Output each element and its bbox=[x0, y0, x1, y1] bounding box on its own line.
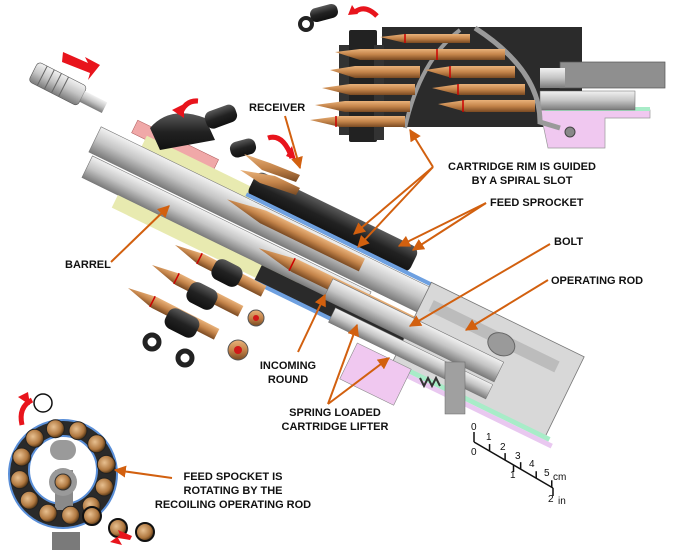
ammunition-belt bbox=[128, 245, 267, 368]
lifter-spring bbox=[419, 375, 441, 389]
main-assembly bbox=[29, 52, 585, 449]
top-inset-feed-tray bbox=[298, 3, 666, 149]
leader-barrel bbox=[110, 205, 170, 263]
leader-feed-spocket bbox=[113, 465, 173, 479]
cartridges-inset bbox=[310, 34, 535, 127]
detached-link bbox=[298, 3, 338, 32]
label-feed-sprocket: FEED SPROCKET bbox=[490, 197, 584, 209]
sprocket-round bbox=[12, 447, 32, 467]
scale-in-0: 0 bbox=[471, 447, 477, 458]
leader-sprocket-2 bbox=[411, 202, 487, 251]
sprocket-round bbox=[87, 434, 107, 454]
scale-cm-4: 4 bbox=[529, 459, 535, 470]
label-incoming-round-line1: INCOMING bbox=[260, 360, 316, 372]
belt-feed-arrow-icon bbox=[110, 530, 132, 545]
sprocket-round bbox=[94, 477, 114, 497]
label-incoming-round-line2: ROUND bbox=[268, 374, 308, 386]
leader-rim-1 bbox=[353, 166, 434, 235]
leader-lifter-1 bbox=[327, 323, 359, 405]
leader-bolt bbox=[408, 243, 551, 327]
insert-direction-arrow-icon bbox=[62, 52, 100, 80]
receiver-cover bbox=[248, 172, 418, 272]
lifter-bracket bbox=[444, 361, 466, 415]
scale-cm-unit: cm bbox=[553, 472, 566, 483]
sprocket-round bbox=[45, 419, 65, 439]
scale-cm-5: 5 bbox=[544, 468, 550, 479]
label-feed-spocket-line3: RECOILING OPERATING ROD bbox=[155, 499, 311, 511]
sprocket-round bbox=[25, 428, 45, 448]
rotation-arrow-icon bbox=[353, 6, 379, 18]
label-cartridge-rim-line1: CARTRIDGE RIM IS GUIDED bbox=[448, 161, 596, 173]
belt-round bbox=[135, 522, 155, 542]
muzzle-device bbox=[29, 62, 108, 114]
lifter-pivot bbox=[564, 126, 576, 138]
scale-cm-0: 0 bbox=[471, 422, 477, 433]
label-feed-spocket-line2: ROTATING BY THE bbox=[184, 485, 283, 497]
sprocket-round bbox=[38, 503, 58, 523]
label-lifter-line1: SPRING LOADED bbox=[289, 407, 381, 419]
leader-sprocket-1 bbox=[397, 202, 487, 247]
label-cartridge-rim-line2: BY A SPIRAL SLOT bbox=[472, 175, 573, 187]
spiral-slot bbox=[473, 25, 561, 131]
label-barrel: BARREL bbox=[65, 259, 111, 271]
label-bolt: BOLT bbox=[554, 236, 583, 248]
scale-cm-2: 2 bbox=[500, 442, 506, 453]
sprocket-round bbox=[96, 454, 116, 474]
sprocket-round bbox=[68, 421, 88, 441]
leader-lines bbox=[110, 115, 551, 479]
leader-incoming-round bbox=[297, 293, 326, 353]
scale-bar: 0 1 2 3 4 5 cm 0 1 2 in bbox=[471, 422, 566, 507]
scale-cm-3: 3 bbox=[515, 451, 521, 462]
leader-lifter-2 bbox=[327, 357, 390, 405]
leader-receiver bbox=[284, 115, 303, 170]
sprocket-rotation-arrow-icon bbox=[18, 397, 34, 426]
scale-cm-1: 1 bbox=[486, 432, 492, 443]
belt-round bbox=[82, 506, 102, 526]
leader-operating-rod bbox=[464, 279, 549, 331]
sprocket-round bbox=[10, 470, 30, 490]
barrel-stub bbox=[559, 61, 666, 89]
label-feed-spocket-line1: FEED SPOCKET IS bbox=[183, 471, 282, 483]
sprocket-inset bbox=[8, 392, 155, 550]
scale-in-unit: in bbox=[558, 496, 566, 507]
leader-rim-2 bbox=[357, 166, 434, 248]
sprocket-round bbox=[19, 490, 39, 510]
label-receiver: RECEIVER bbox=[249, 102, 305, 114]
scale-in-2: 2 bbox=[548, 494, 554, 505]
feed-sprocket-top bbox=[150, 104, 257, 158]
bolt-stub bbox=[539, 90, 636, 111]
sprocket-round bbox=[61, 505, 81, 525]
chambered-round bbox=[227, 199, 365, 272]
label-operating-rod: OPERATING ROD bbox=[551, 275, 643, 287]
scale-in-1: 1 bbox=[510, 470, 516, 481]
labels: RECEIVER BARREL CARTRIDGE RIM IS GUIDED … bbox=[65, 102, 643, 511]
leader-rim-3 bbox=[409, 128, 434, 168]
label-lifter-line2: CARTRIDGE LIFTER bbox=[282, 421, 389, 433]
